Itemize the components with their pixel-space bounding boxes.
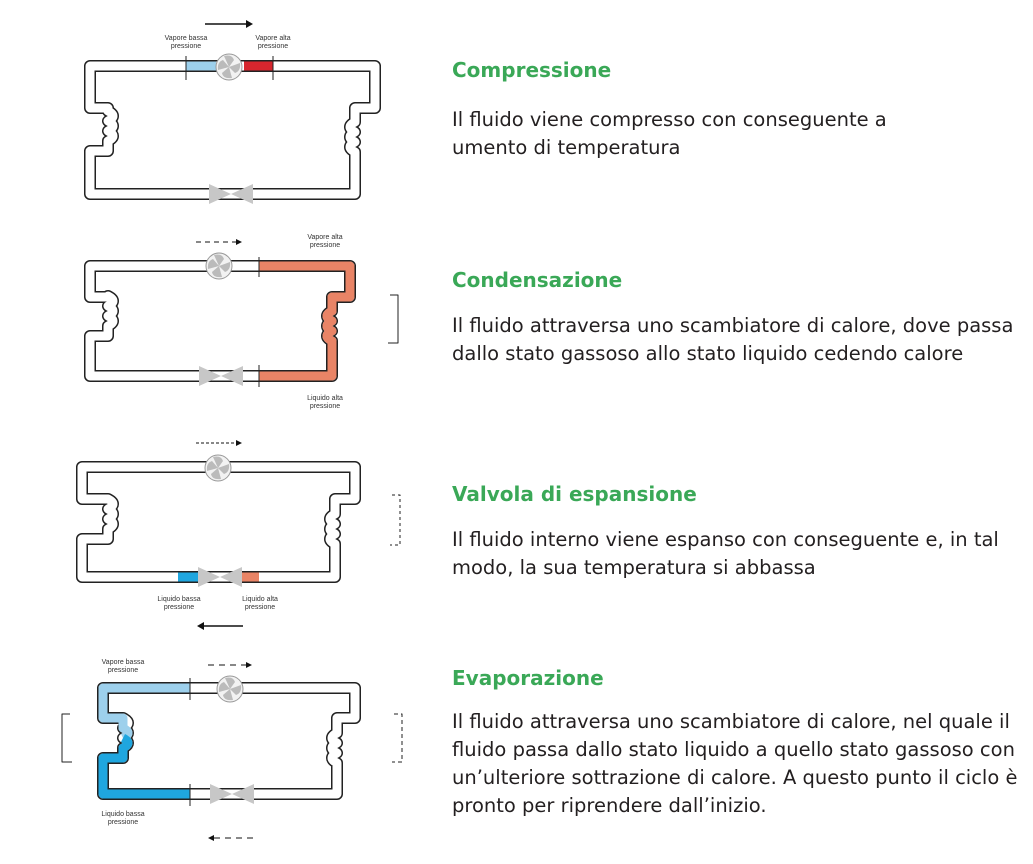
svg-text:pressione: pressione bbox=[108, 819, 138, 826]
expansion-valve-icon bbox=[199, 366, 243, 386]
step-title: Evaporazione bbox=[452, 666, 604, 690]
diagram-expansion-valve: Liquido bassa pressione Liquido alta pre… bbox=[0, 430, 440, 640]
step-title: Condensazione bbox=[452, 268, 623, 292]
diagram-evaporation: Vapore bassa pressione Liquido bassa pre… bbox=[0, 650, 440, 855]
step-compression: Compressione Il fluido viene compresso c… bbox=[452, 58, 1027, 162]
flow-arrow-dashed-icon bbox=[196, 440, 242, 446]
step-description: Il fluido viene compresso con conseguent… bbox=[452, 108, 887, 159]
expansion-valve-icon bbox=[198, 567, 242, 587]
label-high-pressure-vapor: Vapore alta bbox=[307, 234, 342, 241]
flow-arrow-back-icon bbox=[197, 622, 243, 630]
step-condensation: Condensazione Il fluido attraversa uno s… bbox=[452, 268, 1027, 368]
svg-text:pressione: pressione bbox=[108, 667, 138, 674]
label-high-pressure-vapor: Vapore alta bbox=[255, 35, 290, 42]
svg-text:pressione: pressione bbox=[164, 604, 194, 611]
expansion-valve-icon bbox=[209, 184, 253, 204]
flow-arrow-icon bbox=[205, 20, 253, 28]
compressor-fan-icon bbox=[215, 53, 243, 81]
step-expansion-valve: Valvola di espansione Il fluido interno … bbox=[452, 482, 1027, 582]
label-low-pressure-liquid: Liquido bassa bbox=[157, 596, 200, 603]
step-description: Il fluido attraversa uno scambiatore di … bbox=[452, 314, 1014, 365]
label-high-pressure-liquid: Liquido alta bbox=[242, 596, 278, 603]
label-low-pressure-vapor: Vapore bassa bbox=[165, 35, 208, 42]
svg-text:pressione: pressione bbox=[310, 403, 340, 410]
compressor-fan-icon bbox=[216, 675, 244, 703]
diagram-compression: Vapore bassa pressione Vapore alta press… bbox=[0, 10, 440, 210]
svg-text:pressione: pressione bbox=[245, 604, 275, 611]
compressor-fan-icon bbox=[205, 252, 233, 280]
svg-text:pressione: pressione bbox=[171, 43, 201, 50]
step-evaporation: Evaporazione Il fluido attraversa uno sc… bbox=[452, 666, 1027, 820]
step-title: Compressione bbox=[452, 58, 612, 82]
step-description: Il fluido interno viene espanso con cons… bbox=[452, 528, 999, 579]
label-low-pressure-liquid: Liquido bassa bbox=[101, 811, 144, 818]
svg-text:pressione: pressione bbox=[258, 43, 288, 50]
step-description: Il fluido attraversa uno scambiatore di … bbox=[452, 710, 1018, 817]
label-low-pressure-vapor: Vapore bassa bbox=[102, 659, 145, 666]
label-high-pressure-liquid: Liquido alta bbox=[307, 395, 343, 402]
expansion-valve-icon bbox=[210, 784, 254, 804]
svg-text:pressione: pressione bbox=[310, 242, 340, 249]
step-title: Valvola di espansione bbox=[452, 482, 697, 506]
flow-arrow-dashed-icon bbox=[208, 662, 252, 668]
compressor-fan-icon bbox=[204, 454, 232, 482]
flow-arrow-back-dashed-icon bbox=[208, 835, 254, 841]
flow-arrow-dashed-icon bbox=[196, 239, 242, 245]
diagram-condensation: Vapore alta pressione Liquido alta press… bbox=[0, 225, 440, 425]
